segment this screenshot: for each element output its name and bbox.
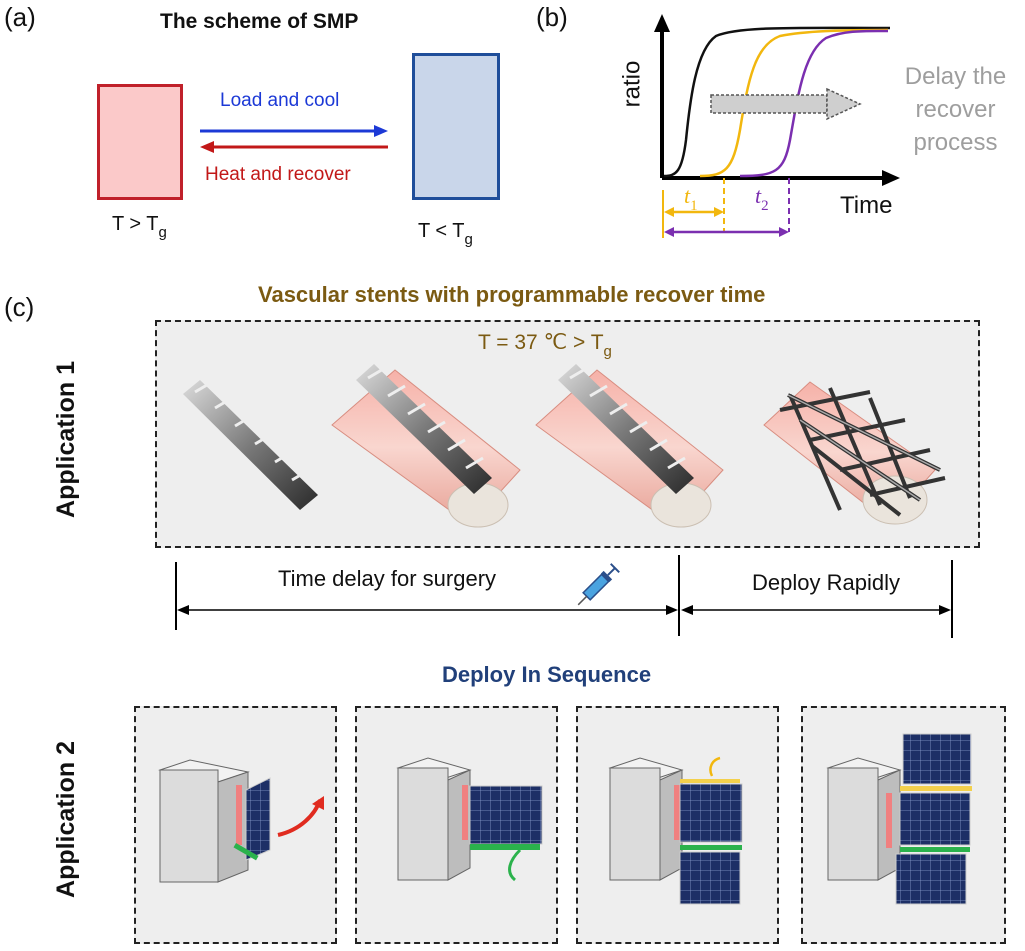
vessel-with-stent-3 (535, 364, 724, 528)
satellite-stage-3 (608, 756, 743, 905)
cold-state-box (412, 53, 500, 200)
app1-title: Vascular stents with programmable recove… (258, 282, 766, 307)
hot-state-box (97, 84, 183, 200)
t1-label: t1 (684, 183, 698, 214)
heat-recover-label: Heat and recover (205, 164, 351, 185)
t1-span-head-right (714, 207, 724, 217)
delay-note-line2: recover (915, 96, 996, 123)
vessel-with-expanded-stent (763, 381, 946, 525)
surgery-delay-label: Time delay for surgery (278, 566, 497, 591)
t1-span-head-left (664, 207, 674, 217)
delay-note-line3: process (913, 129, 998, 156)
temperature-label: T = 37 ℃ > Tg (478, 331, 612, 360)
curve-purple (739, 29, 889, 178)
satellite-folded (158, 759, 324, 883)
curve-black (663, 26, 891, 178)
t2-span-head-right (779, 227, 789, 237)
app2-title: Deploy In Sequence (442, 662, 652, 687)
panel-a-title: The scheme of SMP (160, 10, 359, 33)
curve-yellow (699, 28, 889, 178)
panel-b-letter: (b) (536, 2, 568, 32)
delay-note: Delay the recover process (893, 60, 1018, 159)
t2-label: t2 (755, 183, 769, 214)
y-axis-arrowhead (654, 14, 670, 32)
heat-recover-arrowhead (200, 141, 214, 153)
satellite-deployed (826, 733, 972, 905)
satellite-stage-2 (396, 757, 543, 882)
hot-state-label: T > Tg (112, 213, 167, 241)
delay-arrow-head (826, 87, 862, 121)
stent-compressed-1 (183, 380, 318, 510)
delay-note-line1: Delay the (904, 63, 1007, 90)
panel-a-letter: (a) (4, 2, 36, 32)
cold-state-label: T < Tg (418, 220, 473, 248)
x-axis-label: Time (840, 192, 893, 219)
vessel-with-stent-2 (331, 364, 521, 528)
x-axis-arrowhead (882, 170, 900, 186)
load-cool-label: Load and cool (220, 90, 340, 111)
deploy-rapidly-label: Deploy Rapidly (752, 570, 900, 595)
load-cool-arrowhead (374, 125, 388, 137)
t2-span-head-left (664, 227, 674, 237)
panel-c-letter: (c) (4, 292, 35, 322)
